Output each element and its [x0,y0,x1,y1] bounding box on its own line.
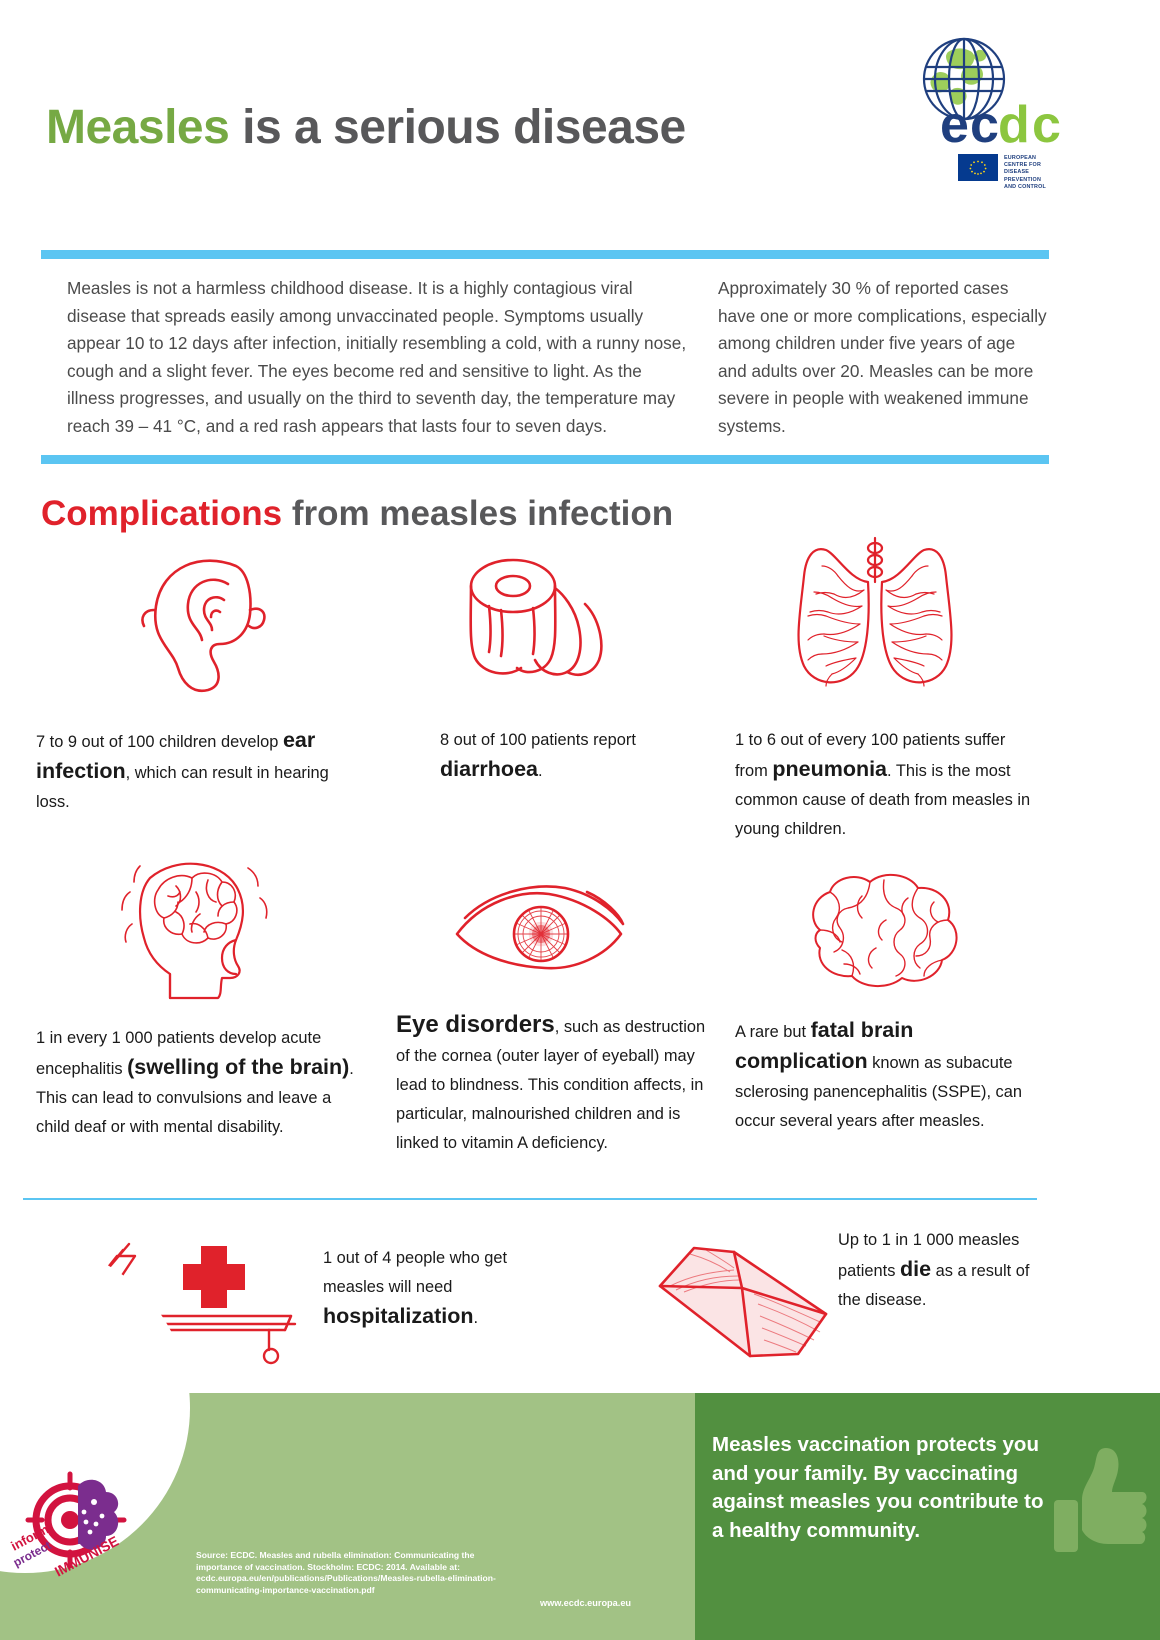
header: Measles is a serious disease [0,0,1160,235]
caption-encephalitis: 1 in every 1 000 patients develop acute … [36,1024,356,1142]
caption-hospitalization: 1 out of 4 people who get measles will n… [323,1244,553,1333]
svg-text:e: e [940,96,969,154]
eu-line-3: AND CONTROL [1004,183,1047,190]
caption-diarrhoea-bold: diarrhoea [440,757,538,781]
caption-eye-post: , such as destruction of the cornea (out… [396,1018,706,1152]
caption-hospitalization-pre: 1 out of 4 people who get measles will n… [323,1249,508,1296]
caption-ear-post: , which can result in hearing loss. [36,764,329,811]
thumbs-up-icon [1054,1448,1147,1552]
page-title-highlight: Measles [46,101,230,154]
intro-paragraph-right: Approximately 30 % of reported cases hav… [718,278,1047,436]
page-title-rest: is a serious disease [229,101,686,154]
caption-ear: 7 to 9 out of 100 children develop ear i… [36,726,346,817]
divider-above-outcomes [23,1198,1037,1200]
caption-pneumonia-bold: pneumonia [772,757,888,781]
ecdc-logo: e c d c EUROPEAN CENTRE FOR [910,36,1060,190]
svg-text:c: c [1032,96,1060,154]
caption-eye: Eye disorders, such as destruction of th… [396,1010,718,1158]
caption-pneumonia-post: . This is the most common cause of death… [735,762,1031,838]
lungs-icon [797,536,953,687]
source-citation: Source: ECDC. Measles and rubella elimin… [196,1550,496,1595]
eu-line-1: EUROPEAN CENTRE FOR [1004,155,1042,169]
caption-death-pre: Up to 1 in 1 000 measles patients [838,1231,1020,1280]
caption-death-bold: die [899,1257,932,1281]
ear-icon [141,559,266,693]
eu-line-2: DISEASE PREVENTION [1004,169,1042,183]
section-title-rest: from measles infection [282,494,674,533]
caption-ear-pre: 7 to 9 out of 100 children develop [36,733,283,751]
svg-text:c: c [970,96,999,154]
eye-icon [455,885,625,970]
page-title: Measles is a serious disease [46,104,686,152]
eu-stars-icon [969,160,987,175]
caption-hospitalization-post: . [473,1309,479,1327]
footer-message: Measles vaccination protects you and you… [712,1433,1044,1542]
caption-ear-bold: ear infection [36,728,316,783]
toilet-paper-icon [469,558,603,676]
caption-diarrhoea: 8 out of 100 patients report diarrhoea. [400,726,730,786]
caption-pneumonia-pre: 1 to 6 out of every 100 patients suffer … [735,731,1006,780]
svg-text:d: d [998,96,1030,154]
divider-top [41,250,1049,259]
caption-death: Up to 1 in 1 000 measles patients die as… [838,1226,1053,1315]
caption-encephalitis-pre: 1 in every 1 000 patients develop acute … [36,1029,322,1078]
immunise-logo-icon [25,1471,127,1569]
globe-icon [922,37,1006,121]
immunise-wordmark: inform protect IMMUNISE [10,1521,121,1580]
caption-pneumonia: 1 to 6 out of every 100 patients suffer … [735,726,1035,844]
divider-below-intro [41,455,1049,464]
coffin-icon [658,1246,828,1358]
caption-encephalitis-bold: (swelling of the brain) [127,1055,350,1079]
caption-diarrhoea-post: . [537,762,543,780]
caption-sspe-pre: A rare but [735,1023,811,1041]
intro-paragraph-left: Measles is not a harmless childhood dise… [67,278,687,436]
caption-diarrhoea-pre: 8 out of 100 patients report [440,731,636,749]
caption-hospitalization-bold: hospitalization [323,1304,474,1328]
caption-sspe: A rare but fatal brain complication know… [735,1016,1035,1136]
caption-eye-bold: Eye disorders [396,1011,555,1038]
brand-word-immunise: IMMUNISE [52,1533,121,1580]
eu-flag-icon [958,154,998,181]
ecdc-wordmark: e c d c [940,96,1060,154]
section-title-highlight: Complications [41,494,283,533]
section-title: Complications from measles infection [41,493,673,535]
caption-encephalitis-post: . This can lead to convulsions and leave… [36,1060,354,1136]
caption-sspe-bold: fatal brain complication [735,1018,914,1073]
caption-sspe-post: known as subacute sclerosing panencephal… [735,1054,1022,1130]
website-url[interactable]: www.ecdc.europa.eu [540,1598,632,1608]
eu-agency-text: EUROPEAN CENTRE FOR DISEASE PREVENTION A… [1004,155,1060,191]
head-brain-icon [121,862,268,1000]
caption-death-post: as a result of the disease. [838,1262,1030,1309]
brain-icon [812,873,958,987]
